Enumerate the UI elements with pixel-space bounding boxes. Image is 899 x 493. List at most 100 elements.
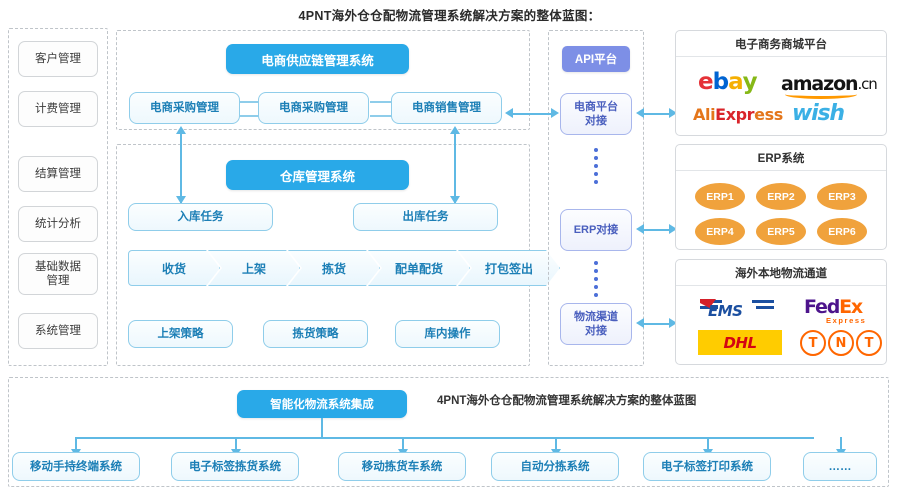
connector-inbound-up (180, 131, 182, 203)
process-step-allocation[interactable]: 配单配货 (368, 250, 470, 286)
api-connector-label-line1: 物流渠道 (574, 311, 618, 323)
erp-item-4[interactable]: ERP4 (695, 218, 745, 245)
dhl-logo: DHL (698, 330, 782, 355)
dhl-wordmark: DHL (723, 333, 757, 352)
aliexpress-part-e: E (715, 105, 726, 124)
sidebar-item-label: 结算管理 (35, 168, 81, 180)
process-step-label: 打包签出 (484, 261, 533, 276)
erp-item-2[interactable]: ERP2 (756, 183, 806, 210)
api-dots-upper (594, 148, 598, 184)
sidebar-item-customer[interactable]: 客户管理 (18, 41, 98, 77)
node-label: 电商采购管理 (150, 102, 219, 114)
erp-label: ERP1 (706, 190, 734, 203)
connector-sc-4 (370, 115, 392, 117)
process-step-label: 收货 (161, 261, 186, 276)
sidebar-item-settlement[interactable]: 结算管理 (18, 156, 98, 192)
sidebar-item-billing[interactable]: 计费管理 (18, 91, 98, 127)
bottom-section-frame (8, 377, 889, 487)
arrow-up-inbound (176, 126, 186, 134)
bottom-drop-3 (402, 437, 404, 451)
node-putaway-strategy[interactable]: 上架策略 (128, 320, 233, 348)
ebay-letter-a: a (728, 69, 744, 95)
amazon-smile-icon (785, 90, 857, 99)
bottom-item-tag-printing[interactable]: 电子标签打印系统 (643, 452, 771, 481)
ebay-letter-y: y (742, 69, 758, 95)
arrow-left-sales (505, 108, 513, 118)
node-ecommerce-sales[interactable]: 电商销售管理 (391, 92, 502, 124)
arrow-up-outbound (450, 126, 460, 134)
sidebar-item-statistics[interactable]: 统计分析 (18, 206, 98, 242)
aliexpress-part-xp: xp (725, 105, 747, 124)
ebay-letter-e: e (698, 69, 714, 95)
connector-outbound-up (454, 131, 456, 203)
process-step-picking[interactable]: 拣货 (288, 250, 380, 286)
api-connector-ecommerce[interactable]: 电商平台 对接 (560, 93, 632, 135)
fedex-part-ex: Ex (839, 296, 863, 318)
process-step-putaway[interactable]: 上架 (208, 250, 300, 286)
bottom-bus (75, 437, 814, 439)
bottom-item-label: …… (828, 460, 852, 473)
supply-chain-header-label: 电商供应链管理系统 (261, 53, 374, 68)
erp-label: ERP4 (706, 225, 734, 238)
api-connector-logistics[interactable]: 物流渠道 对接 (560, 303, 632, 345)
api-platform-header: API平台 (562, 46, 630, 72)
bottom-item-more[interactable]: …… (803, 452, 877, 481)
bottom-drop-5 (707, 437, 709, 451)
arrow-right-logistics-panel (669, 318, 677, 328)
arrow-right-ecom-panel (669, 108, 677, 118)
bottom-item-auto-sorting[interactable]: 自动分拣系统 (491, 452, 619, 481)
process-step-packing[interactable]: 打包签出 (458, 250, 560, 286)
node-picking-strategy[interactable]: 拣货策略 (263, 320, 368, 348)
process-step-label: 配单配货 (394, 261, 443, 276)
panel-logistics-channels: 海外本地物流通道 EMS FedEx Express DHL T (675, 259, 887, 365)
erp-item-3[interactable]: ERP3 (817, 183, 867, 210)
bottom-caption: 4PNT海外仓仓配物流管理系统解决方案的整体蓝图 (437, 395, 697, 407)
supply-chain-frame (116, 30, 530, 130)
erp-label: ERP6 (828, 225, 856, 238)
erp-item-5[interactable]: ERP5 (756, 218, 806, 245)
process-step-receiving[interactable]: 收货 (128, 250, 220, 286)
erp-item-1[interactable]: ERP1 (695, 183, 745, 210)
api-connector-label-line1: 电商平台 (574, 101, 618, 113)
node-ecommerce-purchase-1[interactable]: 电商采购管理 (129, 92, 240, 124)
arrow-right-erp-panel (669, 224, 677, 234)
api-connector-label-line2: 对接 (585, 115, 607, 127)
sidebar-item-label-line2: 管理 (46, 275, 70, 287)
node-label: 拣货策略 (292, 328, 339, 340)
ems-red-accent-icon (700, 299, 716, 308)
node-label: 库内操作 (424, 328, 471, 340)
arrow-left-api-logistics (636, 318, 644, 328)
sidebar-item-basic-data[interactable]: 基础数据 管理 (18, 253, 98, 295)
bottom-item-mobile-cart[interactable]: 移动拣货车系统 (338, 452, 466, 481)
bottom-drop-6 (840, 437, 842, 451)
arrow-down-inbound (176, 196, 186, 204)
ems-wordmark: EMS (708, 302, 743, 320)
node-ecommerce-purchase-2[interactable]: 电商采购管理 (258, 92, 369, 124)
tnt-logo: T N T (800, 330, 882, 356)
node-outbound-task[interactable]: 出库任务 (353, 203, 498, 231)
node-inwarehouse-operation[interactable]: 库内操作 (395, 320, 500, 348)
panel-erp-systems: ERP系统 ERP1 ERP2 ERP3 ERP4 ERP5 ERP6 (675, 144, 887, 250)
aliexpress-part-ess: ess (754, 105, 783, 124)
erp-item-6[interactable]: ERP6 (817, 218, 867, 245)
tnt-letter-1: T (800, 330, 826, 356)
bottom-item-tag-picking[interactable]: 电子标签拣货系统 (171, 452, 299, 481)
api-connector-erp[interactable]: ERP对接 (560, 209, 632, 251)
fedex-logo: FedEx Express (804, 296, 866, 325)
sidebar-item-label: 统计分析 (35, 218, 81, 230)
sidebar-item-system[interactable]: 系统管理 (18, 313, 98, 349)
arrow-left-api-ecom (636, 108, 644, 118)
api-connector-label-line1: ERP对接 (573, 224, 619, 236)
tnt-letter-3: T (856, 330, 882, 356)
node-inbound-task[interactable]: 入库任务 (128, 203, 273, 231)
bottom-item-mobile-terminal[interactable]: 移动手持终端系统 (12, 452, 140, 481)
sidebar-frame (8, 28, 108, 366)
panel-title: 海外本地物流通道 (676, 260, 886, 286)
erp-label: ERP3 (828, 190, 856, 203)
arrow-left-api-erp (636, 224, 644, 234)
tnt-letter-2: N (828, 330, 854, 356)
api-connector-label-line2: 对接 (585, 325, 607, 337)
